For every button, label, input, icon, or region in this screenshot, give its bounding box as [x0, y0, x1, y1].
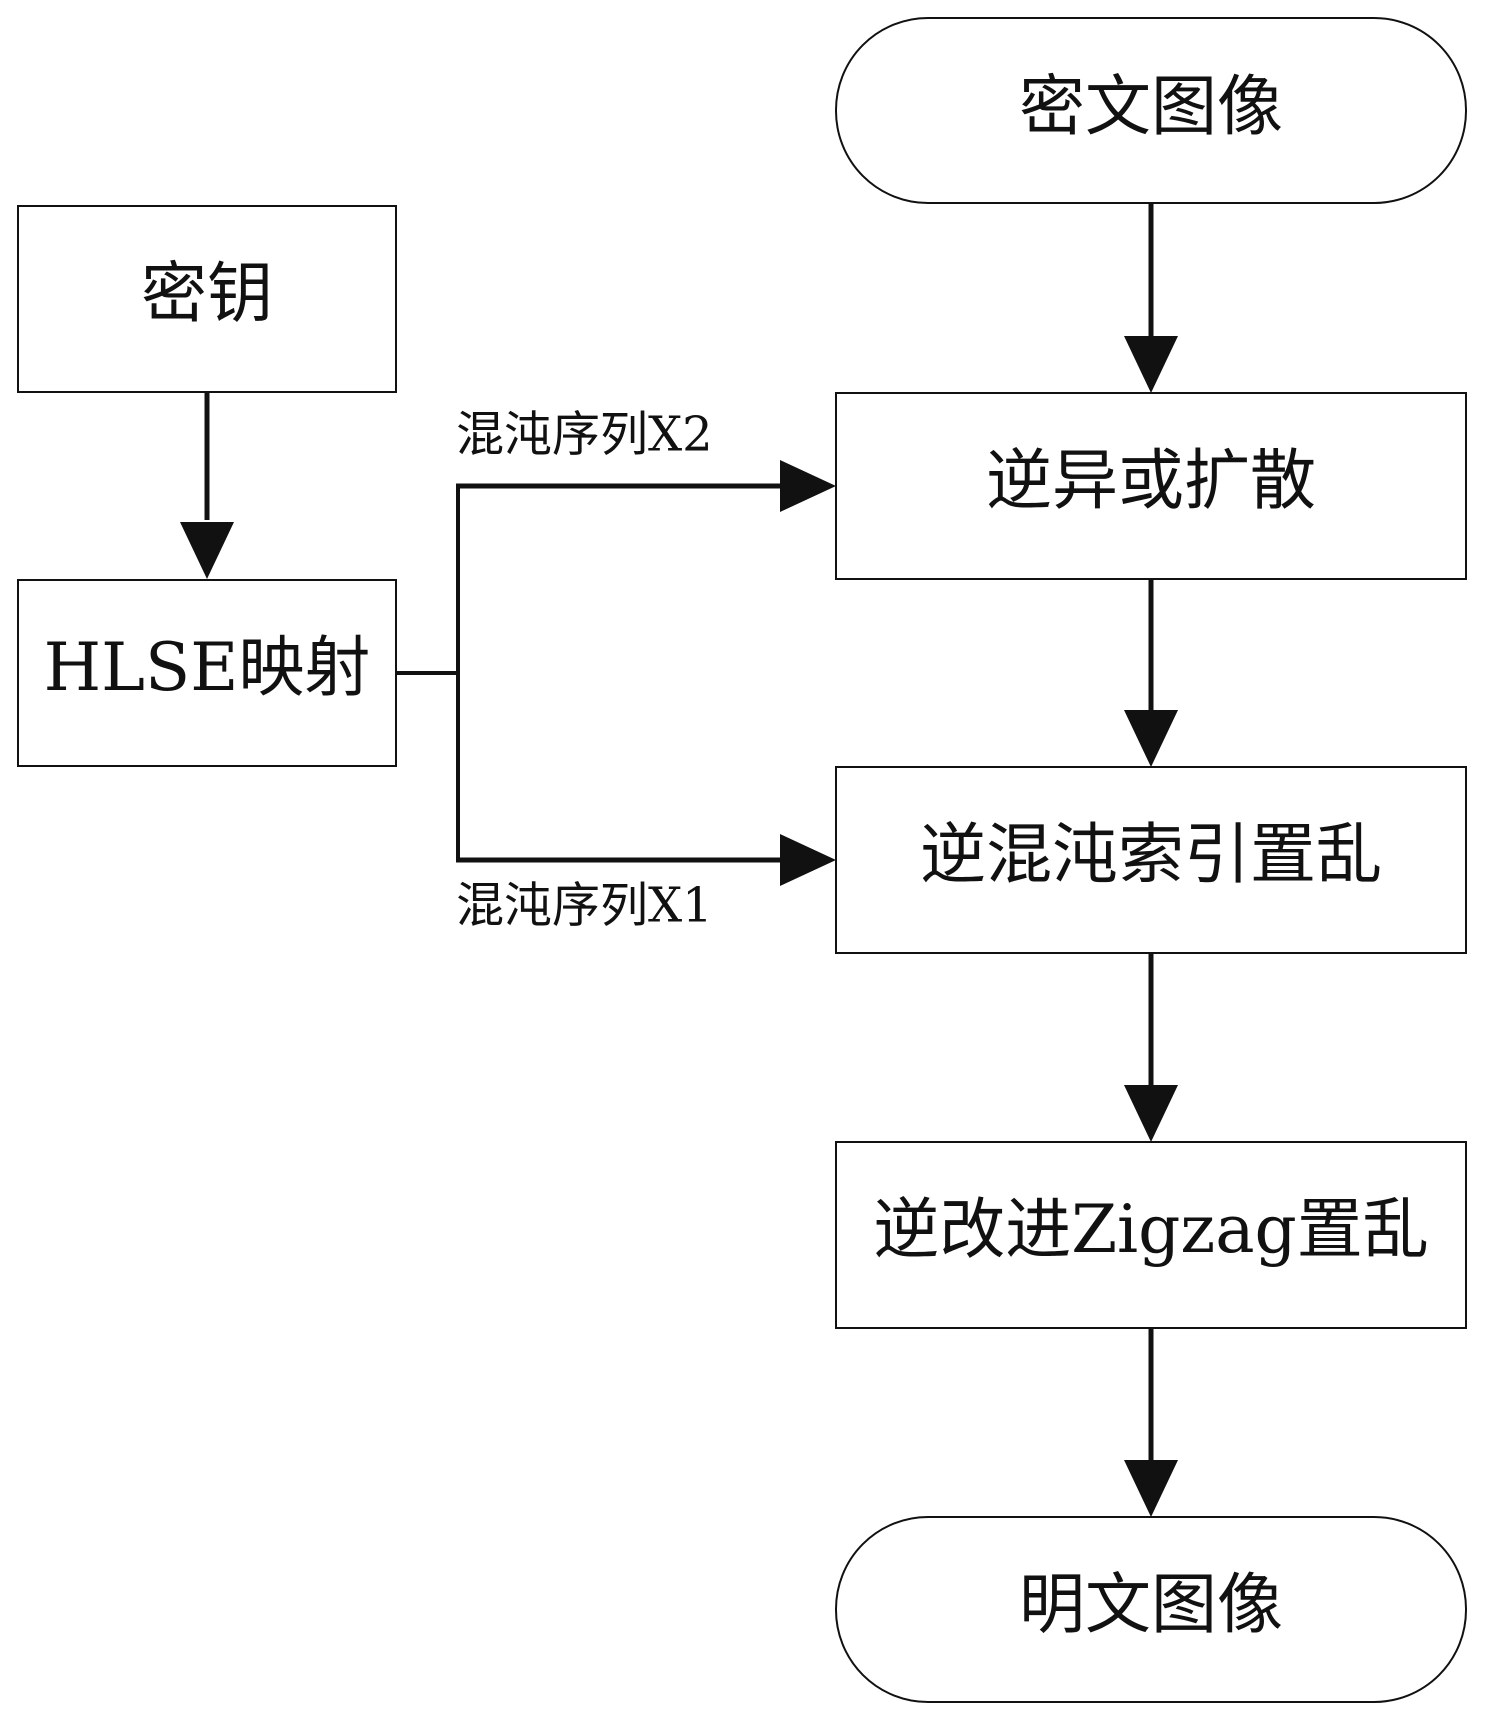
inverse-improved-zigzag-scramble-label: 逆改进Zigzag置乱: [873, 1191, 1429, 1268]
inverse-improved-zigzag-scramble-node: 逆改进Zigzag置乱: [835, 1141, 1467, 1329]
key-node: 密钥: [17, 205, 397, 393]
ciphertext-image-label: 密文图像: [1019, 68, 1283, 145]
hlse-map-label: HLSE映射: [44, 629, 371, 706]
inverse-chaos-index-scramble-label: 逆混沌索引置乱: [920, 816, 1382, 893]
arrowhead-x1: [780, 834, 836, 886]
arrowhead-cipher-to-xor: [1124, 336, 1178, 393]
plaintext-image-node: 明文图像: [835, 1516, 1467, 1703]
ciphertext-image-node: 密文图像: [835, 17, 1467, 204]
inverse-chaos-index-scramble-node: 逆混沌索引置乱: [835, 766, 1467, 954]
key-label: 密钥: [141, 255, 273, 332]
sequence-x2-label: 混沌序列X2: [456, 407, 713, 463]
arrowhead-chaos-to-zigzag: [1124, 1085, 1178, 1142]
inverse-xor-diffusion-label: 逆异或扩散: [986, 442, 1316, 519]
arrowhead-xor-to-chaos: [1124, 710, 1178, 767]
arrowhead-zigzag-to-plain: [1124, 1460, 1178, 1517]
arrowhead-key-to-hlse: [180, 522, 234, 579]
inverse-xor-diffusion-node: 逆异或扩散: [835, 392, 1467, 580]
arrowhead-x2: [780, 460, 836, 512]
plaintext-image-label: 明文图像: [1019, 1566, 1283, 1643]
sequence-x1-label: 混沌序列X1: [456, 878, 713, 934]
hlse-map-node: HLSE映射: [17, 579, 397, 767]
